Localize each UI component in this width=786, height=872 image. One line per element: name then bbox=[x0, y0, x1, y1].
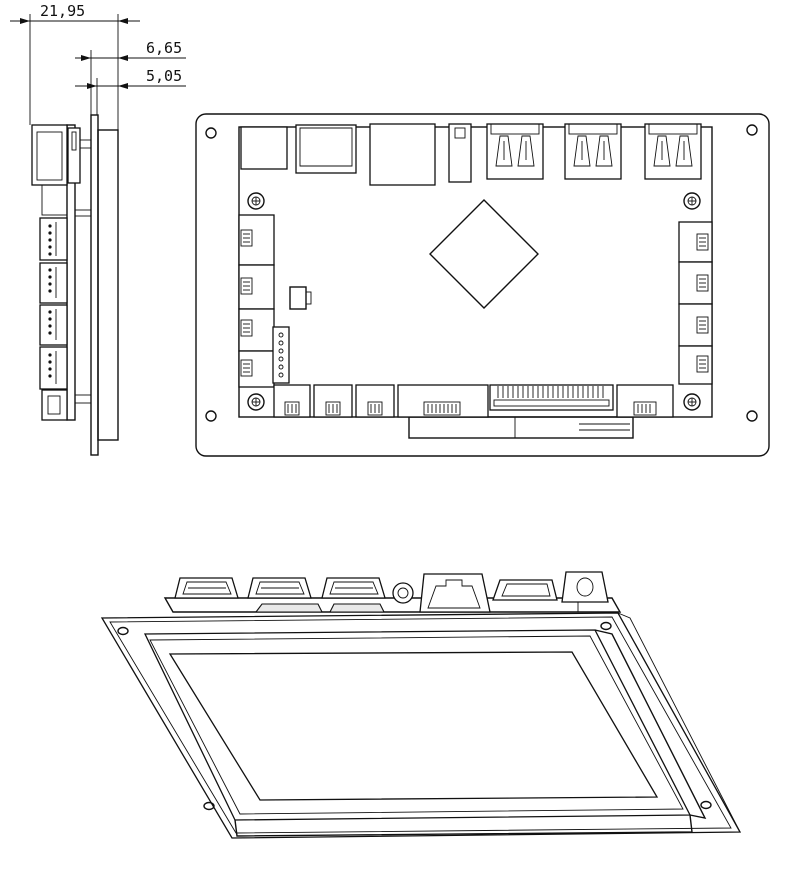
screw-hole bbox=[683, 192, 701, 210]
dim-gap-a: 6,65 bbox=[146, 39, 182, 57]
mounting-hole bbox=[205, 127, 217, 139]
mounting-hole bbox=[600, 621, 612, 631]
usb-connector bbox=[174, 577, 239, 599]
front-view bbox=[195, 113, 770, 457]
mounting-hole bbox=[746, 124, 758, 136]
mounting-hole bbox=[746, 410, 758, 422]
usb-port bbox=[486, 123, 544, 180]
dim-gap-b: 5,05 bbox=[146, 67, 182, 85]
screw-hole bbox=[247, 192, 265, 210]
usb-port bbox=[644, 123, 702, 180]
side-view bbox=[31, 114, 119, 456]
mounting-hole bbox=[117, 626, 129, 636]
usb-port bbox=[564, 123, 622, 180]
screw-hole bbox=[683, 393, 701, 411]
dim-overall-depth: 21,95 bbox=[40, 2, 85, 20]
usb-connector bbox=[321, 577, 386, 599]
isometric-view bbox=[100, 571, 742, 839]
mounting-hole bbox=[700, 800, 712, 810]
mounting-hole bbox=[203, 801, 215, 811]
mounting-hole bbox=[205, 410, 217, 422]
usb-connector bbox=[247, 577, 312, 599]
screw-hole bbox=[247, 393, 265, 411]
dimension-annotations: 21,95 6,65 5,05 bbox=[10, 2, 186, 130]
